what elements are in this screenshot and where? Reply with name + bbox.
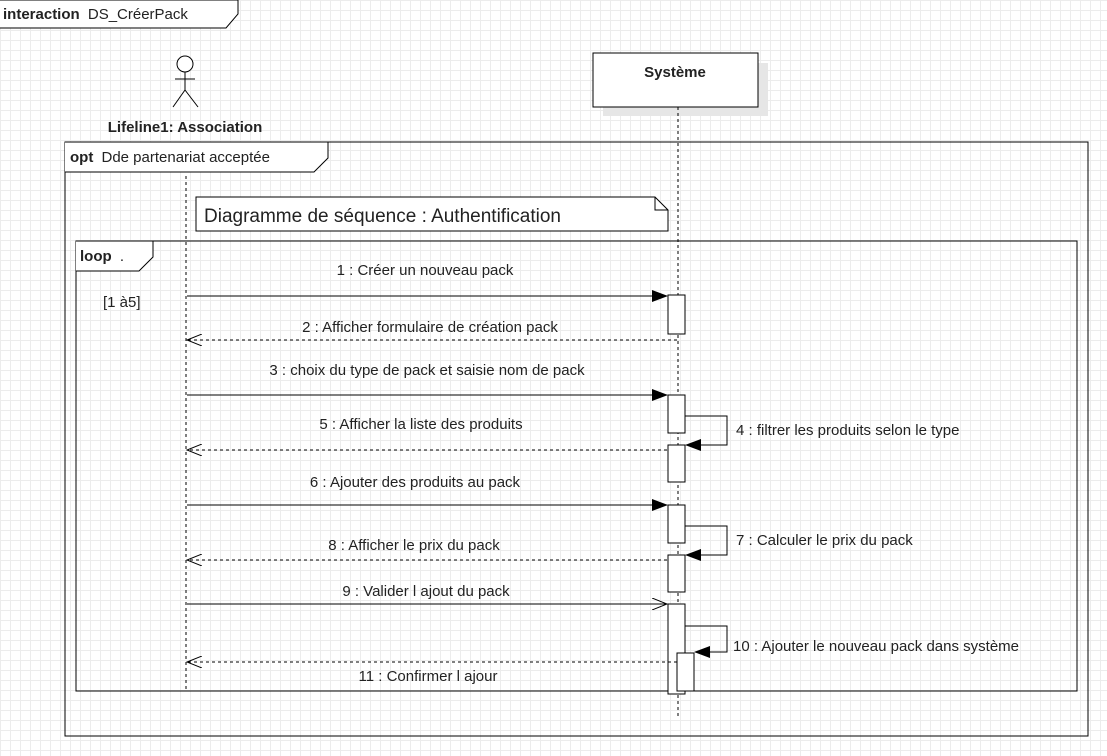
message-4-self[interactable]: 4 : filtrer les produits selon le type <box>685 415 959 451</box>
message-4-label: 4 : filtrer les produits selon le type <box>736 422 959 439</box>
message-5[interactable]: 5 : Afficher la liste des produits <box>187 416 667 450</box>
svg-text:loop .: loop . <box>80 248 124 265</box>
interaction-name: DS_CréerPack <box>88 6 189 23</box>
message-1-label: 1 : Créer un nouveau pack <box>337 262 514 279</box>
message-7-self[interactable]: 7 : Calculer le prix du pack <box>685 525 913 561</box>
message-2-label: 2 : Afficher formulaire de création pack <box>302 319 558 336</box>
system-lifeline-head[interactable]: Système <box>592 52 768 116</box>
opt-guard: Dde partenariat acceptée <box>102 149 270 166</box>
message-6-label: 6 : Ajouter des produits au pack <box>310 474 521 491</box>
system-label: Système <box>644 64 706 81</box>
svg-text:opt Dde partenariat acce: opt Dde partenariat acceptée <box>70 149 270 166</box>
message-10-label: 10 : Ajouter le nouveau pack dans systèm… <box>733 638 1019 655</box>
message-6[interactable]: 6 : Ajouter des produits au pack <box>187 474 668 511</box>
message-9-label: 9 : Valider l ajout du pack <box>342 583 510 600</box>
loop-guard: [1 à5] <box>103 294 141 311</box>
message-5-label: 5 : Afficher la liste des produits <box>319 416 522 433</box>
opt-fragment: opt Dde partenariat acceptée <box>64 141 1089 737</box>
activation-bar <box>667 294 686 335</box>
message-11-label: 11 : Confirmer l ajour <box>359 668 498 685</box>
loop-fragment: loop . [1 à5] <box>75 240 1078 692</box>
activation-bar <box>676 652 695 692</box>
activation-bars <box>667 294 695 695</box>
actor-figure[interactable] <box>172 55 199 108</box>
loop-operator: loop <box>80 248 112 265</box>
message-11[interactable]: 11 : Confirmer l ajour <box>187 662 677 685</box>
message-7-label: 7 : Calculer le prix du pack <box>736 532 913 549</box>
message-3-label: 3 : choix du type de pack et saisie nom … <box>269 362 585 379</box>
opt-operator: opt <box>70 149 93 166</box>
message-1[interactable]: 1 : Créer un nouveau pack <box>187 262 668 302</box>
note[interactable]: Diagramme de séquence : Authentification <box>195 196 669 232</box>
actor-label: Lifeline1: Association <box>108 119 262 136</box>
message-9[interactable]: 9 : Valider l ajout du pack <box>187 583 667 604</box>
activation-bar <box>667 504 686 544</box>
interaction-keyword: interaction <box>3 6 80 23</box>
loop-suffix: . <box>120 248 124 265</box>
message-2[interactable]: 2 : Afficher formulaire de création pack <box>187 319 677 340</box>
message-10-self[interactable]: 10 : Ajouter le nouveau pack dans systèm… <box>685 625 1019 658</box>
message-3[interactable]: 3 : choix du type de pack et saisie nom … <box>187 362 668 401</box>
note-text: Diagramme de séquence : Authentification <box>204 206 561 227</box>
svg-text:interaction DS_CréerPack: interaction DS_CréerPack <box>3 6 188 23</box>
interaction-frame-tab: interaction DS_CréerPack <box>0 0 239 29</box>
activation-bar <box>667 444 686 483</box>
message-8-label: 8 : Afficher le prix du pack <box>328 537 500 554</box>
activation-bar <box>667 394 686 434</box>
activation-bar <box>667 554 686 593</box>
message-8[interactable]: 8 : Afficher le prix du pack <box>187 537 667 560</box>
